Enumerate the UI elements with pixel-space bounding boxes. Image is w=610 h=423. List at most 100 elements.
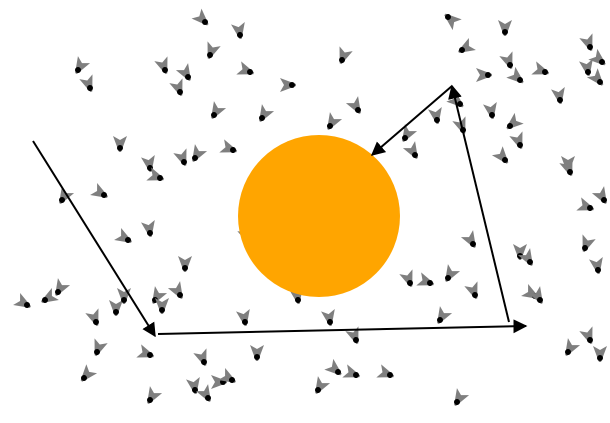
boid [109,300,123,316]
boid [114,227,132,243]
boid [458,37,476,53]
boid-dot [537,297,543,303]
boid-dot [157,175,163,181]
boid-dot [237,32,243,38]
boid-dot [601,197,607,203]
boid-arrow-icon [175,63,191,81]
boid [236,308,250,327]
boid-arrow-icon [193,348,207,367]
boid-arrow-icon [169,78,183,97]
boid-dot [177,292,183,298]
boid-arrow-icon [211,101,227,119]
boid-dot [205,395,211,401]
boid [444,13,462,31]
boid [79,74,93,93]
boid [579,326,593,345]
boid [85,308,99,327]
boid-dot [94,349,100,355]
boid [527,286,543,304]
boid [345,96,361,114]
boid-arrow-icon [109,300,123,316]
boid-dot [147,230,153,236]
boid-arrow-icon [315,376,331,394]
boid [259,104,275,122]
boid-arrow-icon [250,345,264,361]
boid [324,358,342,376]
boid [327,112,343,130]
boid-dot [517,77,523,83]
path-segment-2 [157,319,528,335]
boid-dot [542,69,548,75]
boid [588,48,606,66]
boid-arrow-icon [55,278,71,296]
path-segment-1 [32,140,156,338]
boid [437,306,453,324]
boid-dot [181,159,187,165]
boid-dot [565,349,571,355]
boid-arrow-icon [207,41,221,60]
boid [345,326,359,345]
boid [506,112,524,130]
boid-arrow-icon [154,56,168,75]
boid-arrow-icon [579,33,593,52]
boid-dot [595,267,601,273]
boid [464,281,478,300]
boid [136,344,155,358]
boid-dot [182,265,188,271]
boid [445,264,461,282]
boid-arrow-icon [339,46,353,65]
boid-arrow-icon [454,388,470,406]
boid-dot [55,289,61,295]
boid [416,272,435,286]
boid [399,269,413,288]
boid-arrow-icon [513,244,527,260]
boid-dot [437,317,443,323]
boid [591,186,607,204]
boid-dot [229,377,235,383]
boid [219,139,238,153]
boid [586,68,604,86]
boid [460,230,476,248]
boid-dot [315,387,321,393]
boid-dot [459,47,465,53]
boid-arrow-icon [460,230,476,248]
boid [499,51,513,70]
boid [173,148,187,167]
boid [559,158,573,177]
boid-dot [289,82,295,88]
boid-dot [587,205,593,211]
boid-dot [597,79,603,85]
boid-dot [355,107,361,113]
boid-arrow-icon [191,8,209,26]
boid [146,167,165,181]
boid [593,346,607,362]
boid-dot [489,112,495,118]
boid [192,144,208,162]
boid-dot [211,112,217,118]
boid [339,46,353,65]
boid-dot [42,297,48,303]
boid-dot [201,359,207,365]
boid [565,338,581,356]
boid-arrow-icon [113,136,127,152]
boid [576,197,595,211]
boid-dot [230,147,236,153]
boid-dot [587,337,593,343]
boid-arrow-icon [345,96,361,114]
boid [506,66,524,84]
boid-arrow-icon [94,338,108,357]
boid [517,248,533,266]
boid-arrow-icon [579,326,593,345]
boid-dot [147,352,153,358]
boid-dot [242,319,248,325]
boid-arrow-icon [259,104,275,122]
boid [147,386,163,404]
boid-dot [87,85,93,91]
boid-dot [101,192,107,198]
boid [195,384,211,402]
boid-dot [59,197,65,203]
boid-dot [327,319,333,325]
boid-arrow-icon [593,346,607,362]
boid [454,388,470,406]
boid-arrow-icon [402,141,418,159]
